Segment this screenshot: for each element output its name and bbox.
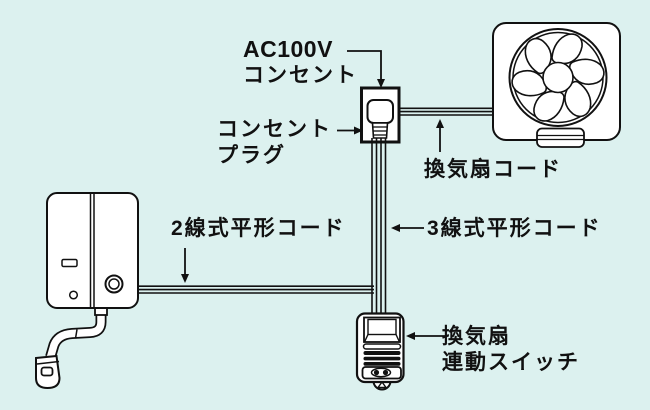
- three-wire-cord-label: 3線式平形コード: [427, 217, 602, 240]
- ventilation-fan: [492, 22, 621, 148]
- plug-label-line1: コンセント: [217, 118, 332, 141]
- switch-label-line1: 換気扇: [442, 325, 511, 348]
- plug-arrow: [337, 126, 363, 135]
- switch-socket: [361, 366, 402, 380]
- switch-label-line2: 連動スイッチ: [442, 351, 580, 374]
- fan-cord-label: 換気扇コード: [424, 158, 562, 181]
- shower-nozzle: [35, 354, 61, 390]
- callout-arrows: [181, 50, 447, 340]
- water-heater: [35, 192, 139, 390]
- three-wire-flat-cord: [371, 138, 387, 315]
- two-wire-flat-cord: [138, 285, 374, 294]
- water-heater-hose: [45, 313, 107, 359]
- outlet-box: [360, 86, 401, 144]
- two-wire-cord-label: 2線式平形コード: [171, 217, 346, 240]
- outlet-plug: [366, 99, 394, 124]
- switch-vents: [363, 351, 401, 366]
- fan-blades: [511, 33, 605, 122]
- fan-hub: [542, 61, 574, 94]
- interlock-switch: [355, 312, 405, 391]
- switch-arrow: [406, 332, 447, 340]
- three-wire-arrow: [391, 224, 424, 232]
- ac-outlet-arrow: [347, 50, 385, 88]
- switch-button: [363, 316, 401, 343]
- fan-cord: [399, 107, 494, 116]
- water-heater-body: [46, 192, 139, 309]
- ac-outlet-label-line1: AC100V: [243, 36, 333, 62]
- ac-outlet-label-line2: コンセント: [243, 64, 358, 87]
- heater-pilot-dot: [68, 290, 79, 300]
- two-wire-arrow: [181, 248, 189, 283]
- plug-label-line2: プラグ: [217, 144, 286, 167]
- fan-cord-arrow: [436, 119, 444, 152]
- heater-vent-slot: [61, 258, 78, 268]
- fan-base: [536, 127, 585, 148]
